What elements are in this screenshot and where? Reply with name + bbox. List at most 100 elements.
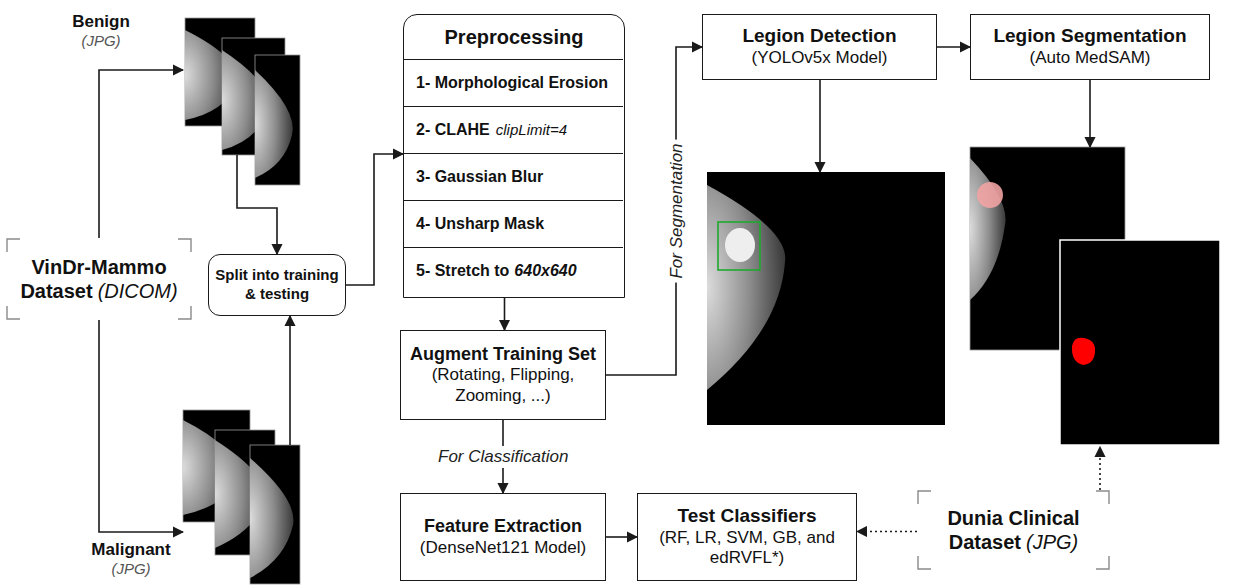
node-title: Legion Segmentation xyxy=(975,25,1205,48)
group-header: Preprocessing xyxy=(404,15,624,59)
node-subtitle: (DICOM) xyxy=(98,280,178,302)
breast-shape xyxy=(970,158,1006,300)
node-subtitle: (YOLOv5x Model) xyxy=(707,48,932,68)
node-subtitle: (RF, LR, SVM, GB, and edRVFL*) xyxy=(642,528,852,569)
node-content: 5- Stretch to 640x640 xyxy=(404,261,623,280)
bracket-corner xyxy=(7,239,20,252)
node-content: Test Classifiers(RF, LR, SVM, GB, and ed… xyxy=(638,505,856,569)
node-content: VinDr-Mammo Dataset(DICOM) xyxy=(6,255,192,303)
node-content: Feature Extraction(DenseNet121 Model) xyxy=(401,516,605,558)
node-title: Test Classifiers xyxy=(642,505,852,528)
node-title: 2- CLAHE xyxy=(416,121,490,138)
node-content: Legion Segmentation(Auto MedSAM) xyxy=(971,25,1209,68)
bounding-box xyxy=(718,222,760,270)
flow-arrow xyxy=(237,155,277,254)
node-title: Feature Extraction xyxy=(405,516,601,538)
node-content: Dunia Clinical Dataset(JPG) xyxy=(917,506,1110,554)
model-box: Feature Extraction(DenseNet121 Model) xyxy=(400,493,606,581)
bracket-corner xyxy=(918,491,931,504)
node-content: 3- Gaussian Blur xyxy=(404,167,623,186)
node-subtitle: (JPG) xyxy=(83,560,179,578)
detection-result xyxy=(707,172,945,425)
image-caption: Malignant(JPG) xyxy=(83,540,179,578)
node-title: 3- Gaussian Blur xyxy=(416,168,543,185)
flow-arrow xyxy=(99,320,183,532)
output-arrow xyxy=(1089,80,1091,147)
node-title: Augment Training Set xyxy=(405,344,601,366)
process-group: Preprocessing 1- Morphological Erosion 2- … xyxy=(403,14,625,298)
node-title: Preprocessing xyxy=(445,25,584,49)
breast-shape xyxy=(255,70,293,178)
lesion-overlay xyxy=(977,182,1003,208)
node-title: 5- Stretch to xyxy=(416,262,509,279)
benign-mammograms xyxy=(185,18,300,185)
node-subtitle: (JPG) xyxy=(63,32,139,50)
node-title: Benign xyxy=(63,12,139,32)
edge-label: For Classification xyxy=(434,446,572,468)
flow-arrow xyxy=(937,46,970,48)
lesion xyxy=(725,228,755,262)
node-title: Split into training & testing xyxy=(213,266,341,304)
output-arrow xyxy=(819,80,821,172)
breast-shape xyxy=(707,185,785,390)
flow-arrow xyxy=(606,536,637,538)
model-box: Legion Detection(YOLOv5x Model) xyxy=(702,14,937,80)
image-stack: Malignant(JPG) xyxy=(183,410,300,586)
bracket-corner xyxy=(1096,491,1109,504)
flow-arrow xyxy=(857,531,917,533)
dotted-arrow xyxy=(1099,447,1101,490)
step-row: 3- Gaussian Blur xyxy=(404,153,623,200)
bracket-corner xyxy=(1096,556,1109,569)
step-row: 4- Unsharp Mask xyxy=(404,200,623,247)
node-subtitle: (Auto MedSAM) xyxy=(975,48,1205,68)
model-box: Legion Segmentation(Auto MedSAM) xyxy=(970,14,1210,80)
node-content: Legion Detection(YOLOv5x Model) xyxy=(703,25,936,68)
segmentation-result xyxy=(970,147,1220,445)
node-subtitle: (JPG) xyxy=(1026,531,1078,553)
flow-arrow xyxy=(346,154,403,285)
flow-arrow xyxy=(289,316,291,445)
image-stack: Benign(JPG) xyxy=(183,18,300,186)
node-content: 1- Morphological Erosion xyxy=(404,73,623,92)
node-subtitle: (DenseNet121 Model) xyxy=(405,538,601,558)
bracket-corner xyxy=(178,239,191,252)
breast-shape xyxy=(250,458,293,578)
node-subtitle: 640x640 xyxy=(514,262,576,279)
bracket-corner xyxy=(918,556,931,569)
mask-image xyxy=(1060,240,1220,445)
corner-brackets xyxy=(6,238,192,320)
corner-brackets xyxy=(917,490,1110,570)
step-row: 2- CLAHE clipLimit=4 xyxy=(404,106,623,153)
bracket-corner xyxy=(178,306,191,319)
malignant-mammograms xyxy=(183,410,300,584)
node-content: 4- Unsharp Mask xyxy=(404,214,623,233)
flow-arrow xyxy=(504,298,506,330)
image-caption: Benign(JPG) xyxy=(63,12,139,50)
step-row: 1- Morphological Erosion xyxy=(404,59,623,106)
edge-label: For Segmentation xyxy=(665,139,687,282)
mammogram-image xyxy=(707,172,945,425)
node-title: Malignant xyxy=(83,540,179,560)
node-content: Augment Training Set(Rotating, Flipping,… xyxy=(401,344,605,406)
node-title: Legion Detection xyxy=(707,25,932,48)
classifier-box: Test Classifiers(RF, LR, SVM, GB, and ed… xyxy=(637,493,857,581)
node-title: 4- Unsharp Mask xyxy=(416,215,544,232)
node-subtitle: (Rotating, Flipping, Zooming, ...) xyxy=(405,365,601,406)
step-row: 5- Stretch to 640x640 xyxy=(404,247,623,294)
node-content: Split into training & testing xyxy=(209,266,345,304)
dataset-box: VinDr-Mammo Dataset(DICOM) xyxy=(6,238,192,320)
lesion-mask xyxy=(1072,338,1095,365)
mammogram-image xyxy=(255,55,300,185)
process-box: Augment Training Set(Rotating, Flipping,… xyxy=(400,330,606,420)
process-box: Split into training & testing xyxy=(208,254,346,316)
node-content: 2- CLAHE clipLimit=4 xyxy=(404,120,623,139)
node-subtitle: clipLimit=4 xyxy=(496,121,567,138)
mammogram-image xyxy=(250,445,300,584)
dataset-box: Dunia Clinical Dataset(JPG) xyxy=(917,490,1110,570)
bracket-corner xyxy=(7,306,20,319)
flow-arrow xyxy=(99,70,183,238)
node-title: 1- Morphological Erosion xyxy=(416,74,608,91)
